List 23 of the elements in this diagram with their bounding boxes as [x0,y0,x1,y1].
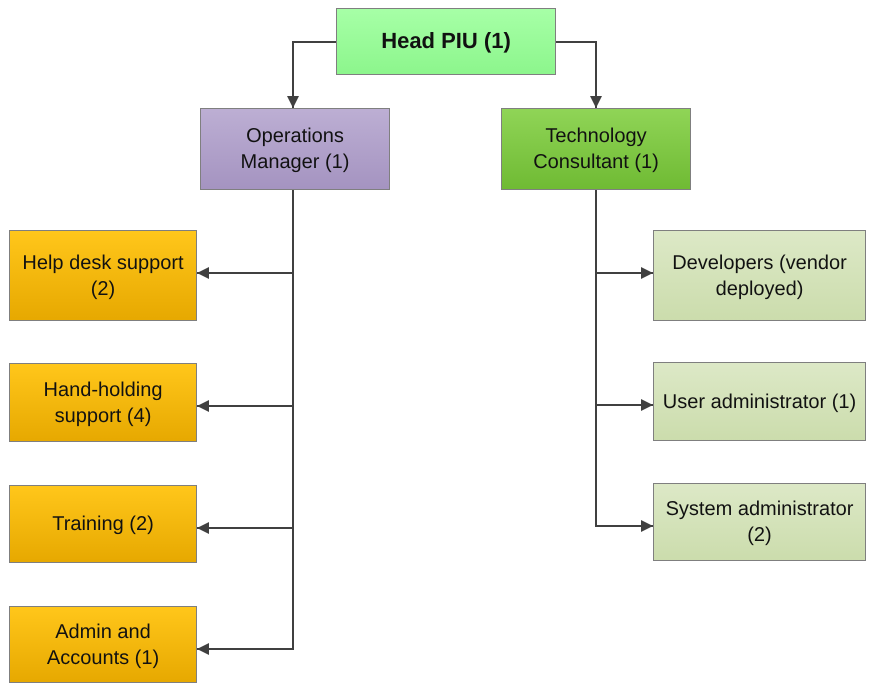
node-label: Training (2) [52,512,154,537]
node-label: Operations Manager (1) [240,124,350,175]
title-box [336,8,556,75]
team-box [653,483,866,561]
connector-arrow [287,41,336,108]
connector-arrow [556,41,602,108]
team-box [653,230,866,321]
node-label: Help desk support (2) [21,250,185,302]
team-box [653,362,866,441]
connector-arrow [595,190,653,532]
node-label: Admin and Accounts (1) [46,620,160,670]
node-label: Head PIU (1) [381,27,511,56]
manager-box [501,108,691,190]
team-box [9,485,197,563]
node-label: Hand-holding support (4) [42,378,164,428]
manager-box [200,108,390,190]
node-label: Developers (vendor deployed) [671,250,848,302]
node-label: Technology Consultant (1) [532,124,660,175]
node-label: User administrator (1) [662,390,856,414]
team-box [9,363,197,442]
node-label: System administrator (2) [664,497,854,548]
team-box [9,606,197,683]
team-box [9,230,197,321]
